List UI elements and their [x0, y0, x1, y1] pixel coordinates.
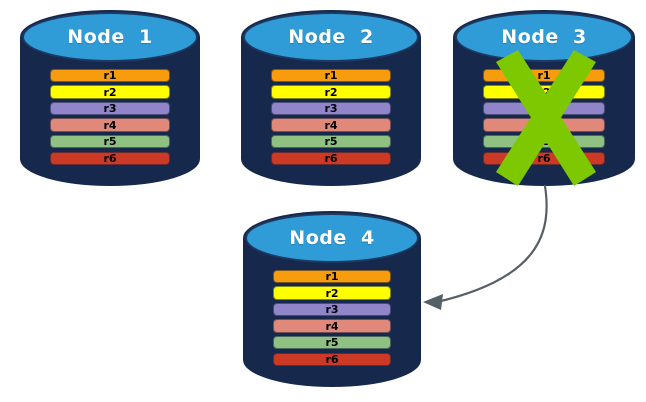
- node-3[interactable]: Node 3 r1 r2 r3 r4 r5 r6: [455, 12, 633, 184]
- node-2-row-r5[interactable]: r5: [271, 135, 391, 149]
- node-3-row-r4[interactable]: r4: [483, 118, 605, 132]
- node-3-cylinder-top: [455, 12, 633, 62]
- node-2[interactable]: Node 2 r1 r2 r3 r4 r5 r6: [243, 12, 419, 184]
- node-3-row-r2[interactable]: r2: [483, 85, 605, 99]
- arrowhead-icon: [423, 294, 443, 310]
- node-1-cylinder-top: [22, 12, 198, 62]
- node-1-row-r6[interactable]: r6: [50, 151, 170, 166]
- node-1-row-r4[interactable]: r4: [50, 118, 170, 132]
- node-3-row-list: r1 r2 r3 r4 r5 r6: [483, 68, 605, 166]
- node-2-row-r6[interactable]: r6: [271, 151, 391, 166]
- node-2-row-r2[interactable]: r2: [271, 85, 391, 99]
- node-2-row-r1[interactable]: r1: [271, 68, 391, 83]
- node-4-row-r3[interactable]: r3: [272, 302, 392, 317]
- node-3-row-r1[interactable]: r1: [483, 68, 605, 83]
- node-4-row-r1[interactable]: r1: [272, 269, 392, 284]
- node-1-row-r3[interactable]: r3: [50, 101, 170, 116]
- node-2-cylinder-top: [243, 12, 419, 62]
- node-1-row-r5[interactable]: r5: [50, 135, 170, 149]
- node-4-row-list: r1 r2 r3 r4 r5 r6: [272, 269, 392, 367]
- node-4-row-r2[interactable]: r2: [272, 286, 392, 300]
- node-4-cylinder-top: [245, 213, 419, 263]
- node-1-row-list: r1 r2 r3 r4 r5 r6: [50, 68, 170, 166]
- node-2-row-r4[interactable]: r4: [271, 118, 391, 132]
- node-2-row-list: r1 r2 r3 r4 r5 r6: [271, 68, 391, 166]
- node-4[interactable]: Node 4 r1 r2 r3 r4 r5 r6: [245, 213, 419, 385]
- node-3-row-r6[interactable]: r6: [483, 151, 605, 166]
- node-3-row-r5[interactable]: r5: [483, 135, 605, 149]
- node-4-row-r5[interactable]: r5: [272, 336, 392, 350]
- node-1-row-r2[interactable]: r2: [50, 85, 170, 99]
- node-1[interactable]: Node 1 r1 r2 r3 r4 r5 r6: [22, 12, 198, 184]
- node-1-row-r1[interactable]: r1: [50, 68, 170, 83]
- node-4-row-r4[interactable]: r4: [272, 319, 392, 333]
- node-2-row-r3[interactable]: r3: [271, 101, 391, 116]
- node-3-row-r3[interactable]: r3: [483, 101, 605, 116]
- node-4-row-r6[interactable]: r6: [272, 352, 392, 367]
